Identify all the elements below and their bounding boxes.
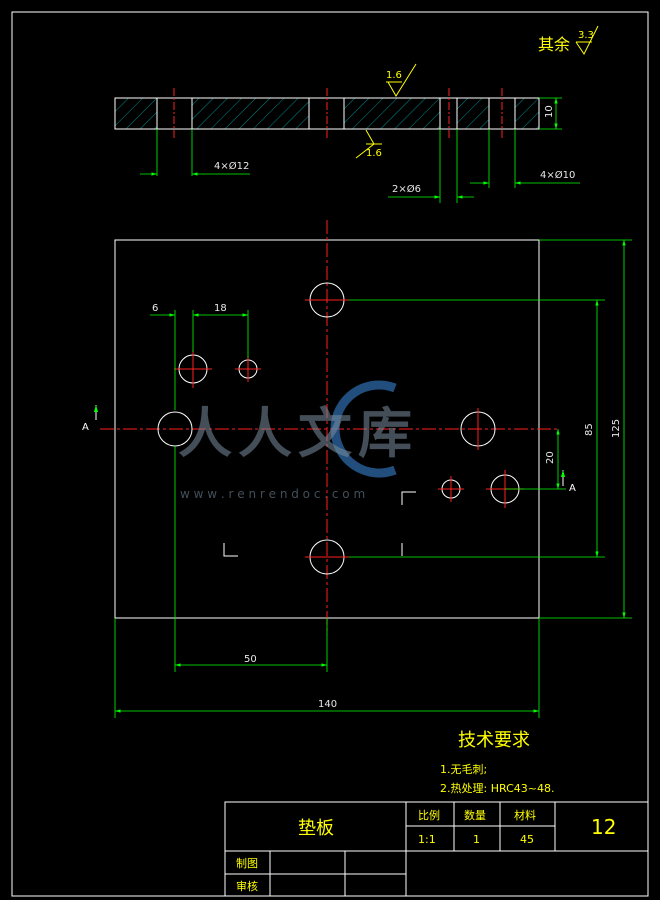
- dim-holes-12: 4×Ø12: [214, 160, 249, 172]
- watermark-url: w w w . r e n r e n d o c . c o m: [180, 487, 365, 501]
- hole-right-large: [460, 408, 496, 450]
- watermark-logo-icon: [330, 380, 397, 478]
- dim-18: 18: [214, 303, 227, 314]
- roughness-other-label: 其余: [538, 35, 570, 54]
- dim-50: 50: [244, 654, 257, 665]
- section-mark-left: A: [82, 422, 89, 433]
- tech-item-1: 1.无毛刺;: [440, 763, 487, 776]
- roughness-top-symbol: [386, 63, 417, 97]
- watermark: 人人文库 w w w . r e n r e n d o c . c o m: [178, 380, 418, 501]
- roughness-bottom-symbol: [355, 129, 382, 159]
- qty-label: 数量: [464, 809, 486, 822]
- scale-value: 1:1: [418, 833, 436, 846]
- roughness-other-value: 3.3: [578, 30, 594, 41]
- section-mark-right: A: [569, 483, 576, 494]
- dim-85: 85: [584, 423, 595, 436]
- hole-upper-left-medium: [174, 350, 212, 388]
- check-label: 审核: [236, 879, 258, 893]
- dim-125: 125: [611, 419, 622, 438]
- dim-holes-10: 4×Ø10: [540, 169, 575, 181]
- roughness-note-other: 其余 3.3: [538, 25, 599, 55]
- technical-requirements: 技术要求 1.无毛刺; 2.热处理: HRC43~48.: [440, 730, 554, 795]
- roughness-bottom-value: 1.6: [366, 148, 382, 159]
- tech-title: 技术要求: [458, 730, 530, 751]
- scale-label: 比例: [418, 808, 440, 822]
- material-value: 45: [520, 833, 534, 846]
- roughness-other-symbol: [575, 25, 599, 55]
- dim-140: 140: [318, 699, 337, 710]
- dim-6: 6: [152, 303, 158, 314]
- drawing-number: 12: [591, 815, 616, 839]
- roughness-top-value: 1.6: [386, 70, 402, 81]
- material-label: 材料: [514, 808, 536, 822]
- part-name: 垫板: [298, 818, 334, 839]
- title-block: [224, 801, 649, 897]
- dim-thickness: 10: [544, 105, 555, 118]
- hole-upper-left-small: [235, 356, 261, 382]
- watermark-text: 人人文库: [178, 402, 418, 465]
- qty-value: 1: [473, 833, 480, 846]
- plan-view: A A 6 18 85 125 20 50 140: [82, 220, 632, 718]
- dim-20: 20: [545, 451, 556, 464]
- hole-bottom-large: [305, 539, 349, 575]
- hole-top-large: [305, 282, 349, 318]
- drawn-label: 制图: [236, 857, 258, 870]
- hole-lower-right-small: [438, 476, 464, 502]
- section-view: 10 4×Ø12 2×Ø6 4×Ø10 1.6 1.6: [114, 63, 580, 203]
- dim-holes-6: 2×Ø6: [392, 183, 421, 195]
- tech-item-2: 2.热处理: HRC43~48.: [440, 782, 554, 795]
